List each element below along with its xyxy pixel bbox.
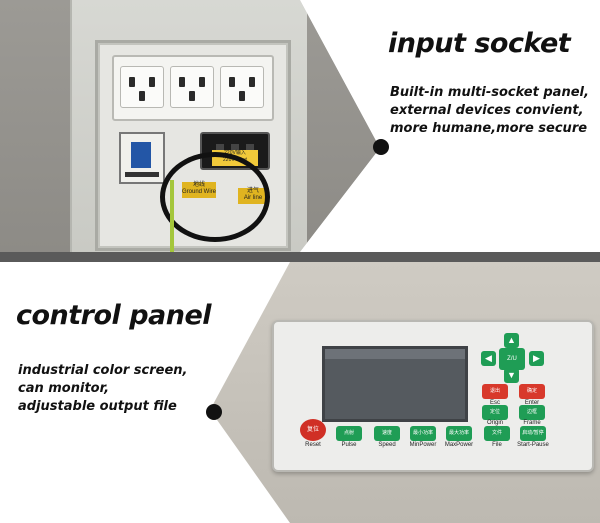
- esc-label: Esc: [489, 400, 500, 406]
- arrow-up-button[interactable]: ▲: [504, 333, 519, 348]
- file-button[interactable]: 文件: [484, 426, 510, 441]
- max-power-label: MaxPower: [444, 442, 474, 448]
- input-socket-pointer-dot: [373, 139, 389, 155]
- input-socket-line-3: more humane,more secure: [390, 121, 588, 136]
- section-divider: [0, 252, 600, 262]
- power-outlet-2: [170, 66, 214, 108]
- input-socket-line-1: Built-in multi-socket panel,: [390, 85, 589, 100]
- control-panel-line-1: industrial color screen,: [18, 363, 188, 378]
- start-pause-label: Start-Pause: [517, 442, 549, 448]
- min-power-button[interactable]: 最小功率: [410, 426, 436, 441]
- origin-label: Origin: [486, 420, 503, 426]
- enter-label: Enter: [524, 400, 540, 406]
- input-socket-title: input socket: [388, 28, 571, 59]
- control-panel-description: industrial color screen, can monitor, ad…: [18, 362, 188, 416]
- reset-label: Reset: [305, 442, 321, 448]
- speed-button[interactable]: 速度: [374, 426, 400, 441]
- origin-button[interactable]: 定位: [482, 405, 508, 420]
- enter-button[interactable]: 确定: [519, 384, 545, 399]
- max-power-button[interactable]: 最大功率: [446, 426, 472, 441]
- ground-wire: [170, 180, 174, 252]
- power-outlet-1: [120, 66, 164, 108]
- input-socket-section: 220V输入 220V input 地线 Ground Wire 进气 Air …: [0, 0, 600, 252]
- zu-button[interactable]: Z/U: [499, 348, 525, 370]
- file-label: File: [492, 442, 502, 448]
- frame-label: Frame: [523, 420, 541, 426]
- arrow-right-button[interactable]: ▶: [529, 351, 544, 366]
- control-panel-title: control panel: [16, 300, 212, 331]
- start-pause-button[interactable]: 启动/暂停: [520, 426, 546, 441]
- pulse-label: Pulse: [341, 442, 357, 448]
- min-power-label: MinPower: [409, 442, 437, 448]
- frame-button[interactable]: 边框: [519, 405, 545, 420]
- arrow-down-button[interactable]: ▼: [504, 368, 519, 383]
- input-socket-description: Built-in multi-socket panel, external de…: [390, 84, 589, 138]
- control-panel-line-2: can monitor,: [18, 381, 110, 396]
- arrow-left-button[interactable]: ◀: [481, 351, 496, 366]
- power-cable: [160, 152, 270, 242]
- control-panel-line-3: adjustable output file: [18, 399, 177, 414]
- circuit-breaker: [119, 132, 165, 184]
- input-socket-line-2: external devices convient,: [390, 103, 584, 118]
- reset-button[interactable]: 复位: [300, 419, 326, 441]
- lcd-screen: [322, 346, 468, 422]
- pulse-button[interactable]: 点射: [336, 426, 362, 441]
- speed-label: Speed: [378, 442, 396, 448]
- control-panel-pointer-dot: [206, 404, 222, 420]
- power-outlet-3: [220, 66, 264, 108]
- esc-button[interactable]: 退出: [482, 384, 508, 399]
